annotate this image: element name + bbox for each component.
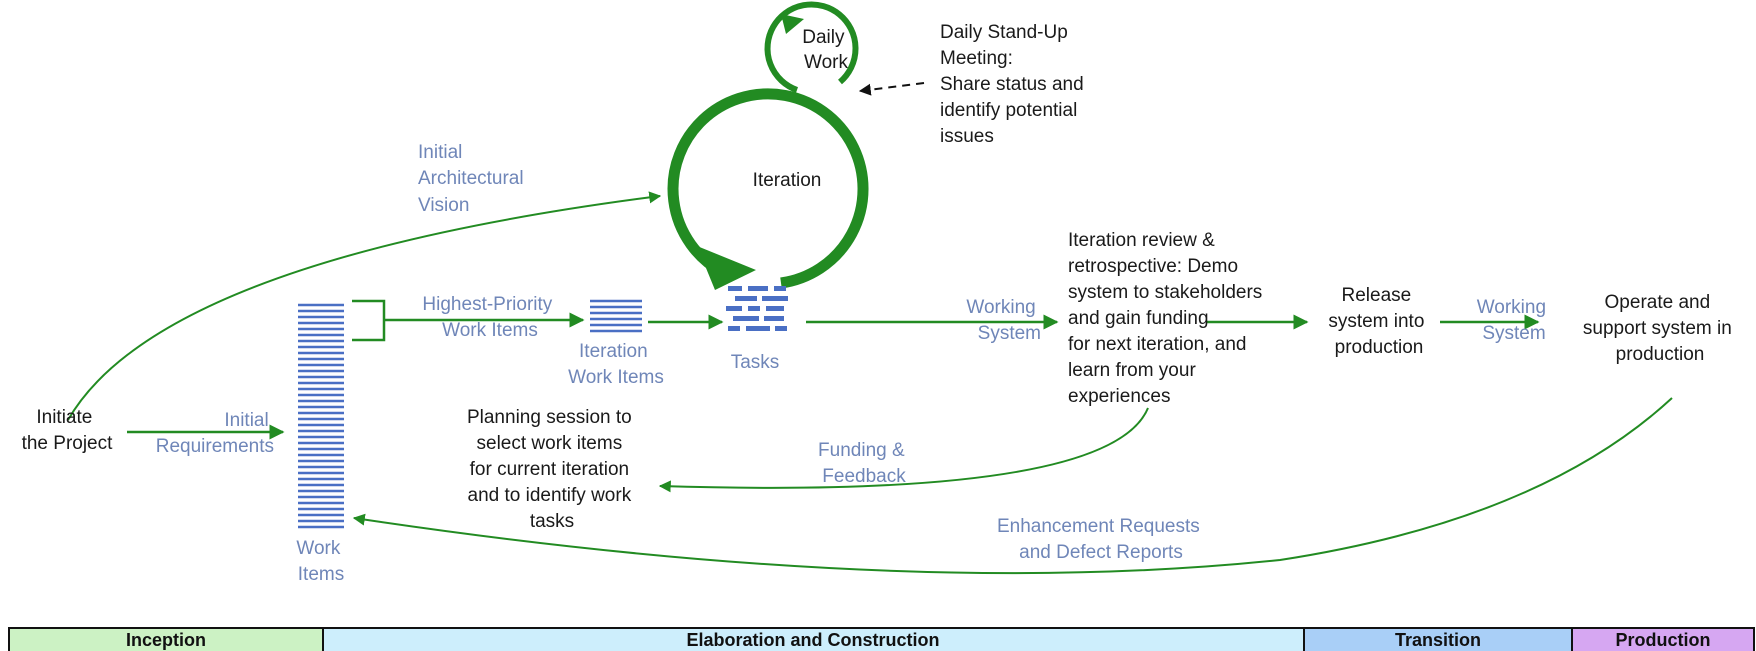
phase-bar: Inception Elaboration and Construction T… (8, 627, 1755, 651)
label-planning-session: Planning session to select work items fo… (467, 407, 637, 532)
daily-work-loop-arrowhead (781, 14, 804, 34)
label-enhancement-requests: Enhancement Requests and Defect Reports (997, 516, 1205, 563)
phase-elaboration-construction-label: Elaboration and Construction (686, 630, 939, 650)
phase-inception-label: Inception (126, 630, 206, 650)
iteration-cycle-arrow (667, 88, 869, 289)
label-initial-vision: Initial Architectural Vision (418, 142, 529, 216)
iteration-cycle-arrowhead (697, 246, 756, 290)
arrow-initiate-to-vision (67, 191, 662, 421)
phase-production-label: Production (1616, 630, 1711, 650)
phase-production (1571, 627, 1755, 651)
label-working-system-1: Working System (966, 297, 1041, 344)
label-daily-work: Daily Work (802, 27, 850, 73)
standup-dashed-pointer (858, 82, 925, 96)
label-working-system-2: Working System (1477, 297, 1552, 344)
phase-transition-label: Transition (1395, 630, 1481, 650)
iteration-work-items-stack-icon (590, 299, 642, 333)
connectors (67, 1, 1673, 575)
label-iteration: Iteration (753, 170, 822, 191)
label-tasks: Tasks (731, 352, 780, 373)
bracket-highest-priority (352, 299, 386, 342)
label-iteration-review: Iteration review & retrospective: Demo s… (1068, 230, 1268, 407)
label-iteration-work-items: Iteration Work Items (568, 341, 664, 388)
labels: Initiate the Project Initial Requirement… (22, 22, 1737, 585)
arrow-enhancement-requests (352, 397, 1673, 575)
label-initial-requirements: Initial Requirements (156, 410, 274, 457)
label-work-items: Work Items (296, 538, 345, 585)
label-release: Release system into production (1328, 285, 1429, 358)
label-operate: Operate and support system in production (1583, 292, 1737, 365)
daily-work-loop (764, 1, 859, 93)
label-highest-priority: Highest-Priority Work Items (422, 294, 557, 341)
work-items-stack-icon (298, 303, 344, 529)
label-initiate: Initiate the Project (22, 407, 114, 454)
arrow-funding-feedback (658, 407, 1149, 493)
label-funding-feedback: Funding & Feedback (818, 440, 910, 487)
label-standup: Daily Stand-Up Meeting: Share status and… (940, 22, 1089, 147)
tasks-icon (726, 286, 788, 331)
